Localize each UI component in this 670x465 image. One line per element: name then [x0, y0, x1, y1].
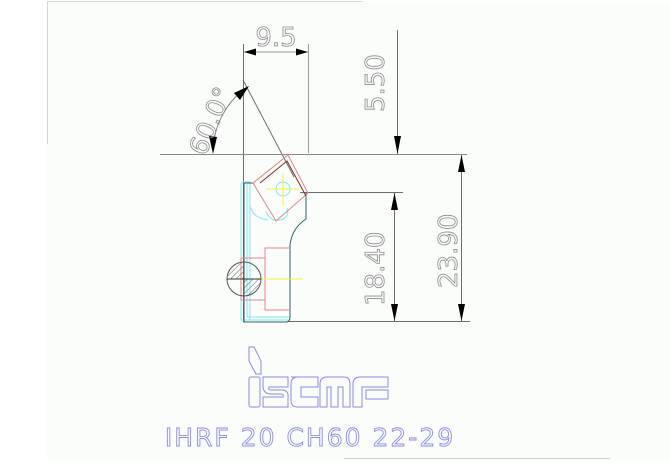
dimension-total-height — [288, 155, 470, 322]
section-circle — [226, 261, 262, 297]
dimension-upper-height-label: 5.50 — [361, 54, 391, 112]
iscar-logo — [248, 346, 389, 408]
dimension-width-label: 9.5 — [255, 23, 296, 53]
dimension-insert-height — [300, 192, 403, 322]
dimension-upper-height — [160, 30, 467, 155]
part-code-label: IHRF 20 CH60 22-29 — [165, 423, 455, 452]
sheet-background — [47, 1, 670, 460]
tool-holder — [240, 181, 307, 323]
dimension-insert-height-label: 18.40 — [361, 232, 391, 306]
cutting-insert — [252, 154, 309, 222]
dimension-total-height-label: 23.90 — [434, 214, 464, 288]
dimension-angle — [209, 79, 295, 178]
